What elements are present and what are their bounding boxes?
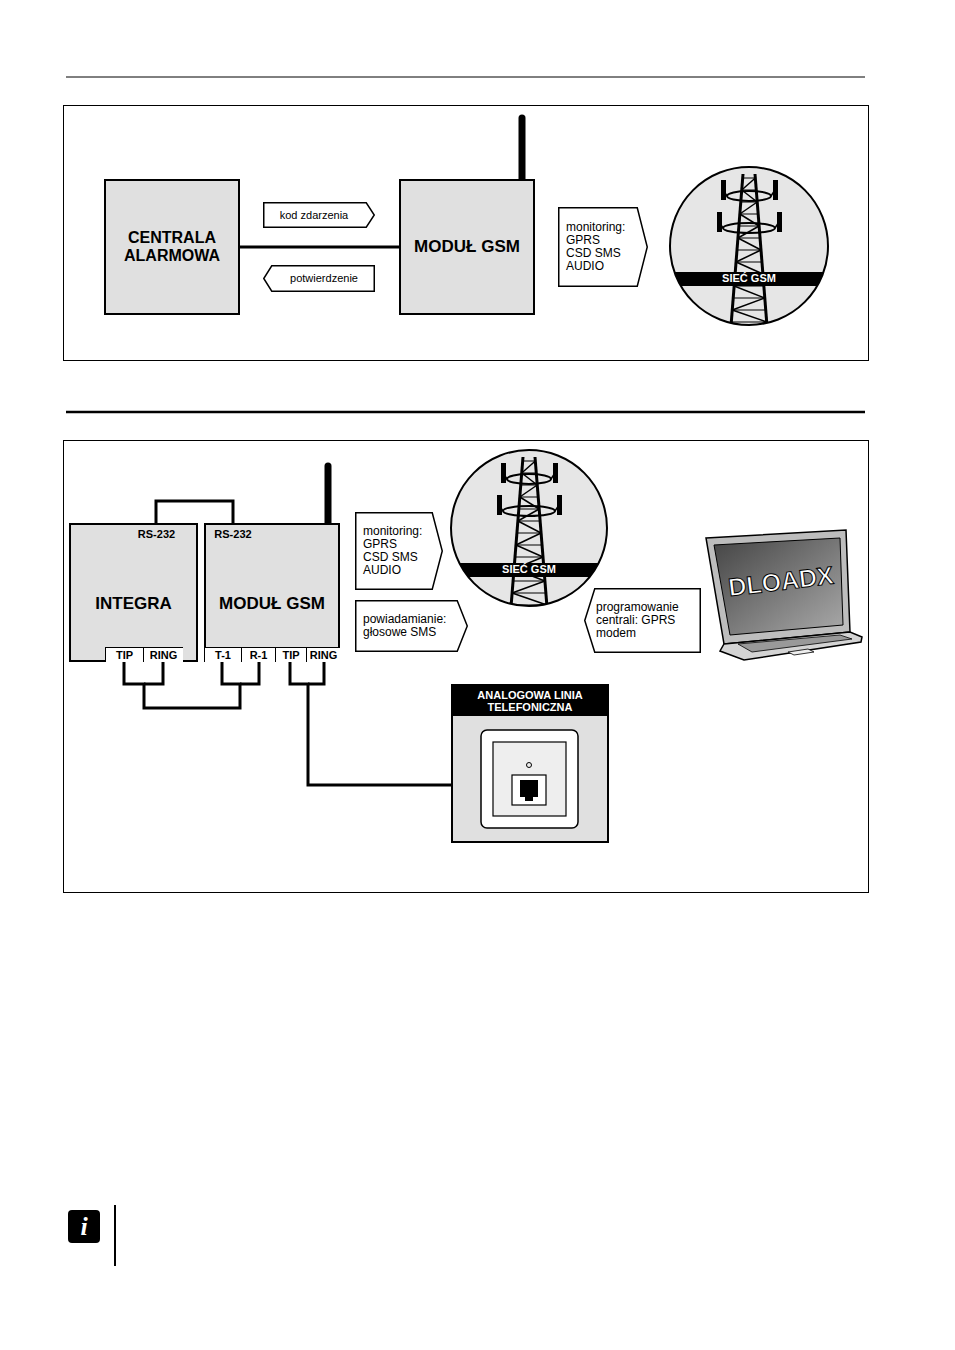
callout-outline [585,589,701,653]
terminal-label: T-1 [204,647,241,662]
note-bar [114,1205,116,1266]
wire [290,662,451,785]
wire [240,246,399,249]
info-callout: powiadamianie: głosowe SMS [355,600,468,652]
module-box: MODUŁ GSM [204,523,340,662]
callout-text: powiadamianie: głosowe SMS [363,613,446,639]
top-rule [66,77,865,78]
panel-frame [64,441,869,893]
wire [124,662,240,708]
network-band [450,563,608,577]
callout-outline [264,203,375,228]
info-icon: i [68,1210,100,1243]
panel-box: INTEGRA [69,523,198,662]
wire-fork [240,662,259,684]
wire-fork [308,662,324,684]
callout-outline [559,208,648,287]
module-box: MODUŁ GSM [399,179,535,315]
callout-outline [356,601,468,652]
box-title: MODUŁ GSM [219,595,325,614]
tower-illustration [669,174,829,334]
tower-illustration [450,457,608,617]
network-circle: SIEĆ GSM [450,449,608,607]
wire-fork [144,662,163,684]
callout-outline [264,266,375,292]
arrow-callout: potwierdzenie [263,265,375,292]
antenna [325,466,332,524]
arrow-callout: kod zdarzenia [263,202,375,228]
section-rule [66,411,865,414]
callout-text: monitoring: GPRS CSD SMS AUDIO [566,221,625,274]
callout-text: kod zdarzenia [280,209,349,221]
network-art [669,166,829,326]
terminal-label: R-1 [241,647,275,662]
box-header: ANALOGOWA LINIA TELEFONICZNA [453,686,607,716]
callout-text: programowanie centrali: GPRS modem [596,601,679,641]
panel-frame [64,106,869,361]
info-callout: programowanie centrali: GPRS modem [584,588,701,653]
network-label: SIEĆ GSM [669,271,829,286]
laptop: DLOADX [700,528,863,662]
port-label: RS-232 [208,528,258,541]
alarm-panel-box: CENTRALA ALARMOWA [104,179,240,315]
serial-cable [156,501,233,523]
network-art [450,449,608,607]
box-title: CENTRALA ALARMOWA [124,229,220,264]
info-callout: monitoring: GPRS CSD SMS AUDIO [355,512,443,590]
terminal-label: TIP [105,647,143,662]
callout-text: potwierdzenie [290,272,358,284]
terminal-label: TIP [275,647,306,662]
network-label: SIEĆ GSM [450,562,608,577]
network-band [669,272,829,286]
info-callout: monitoring: GPRS CSD SMS AUDIO [558,207,648,287]
callout-outline [356,513,443,590]
phone-line-box: ANALOGOWA LINIA TELEFONICZNA [451,684,609,843]
info-icon-box [68,1210,100,1243]
box-title: MODUŁ GSM [414,238,520,257]
terminal-label: RING [306,647,340,662]
callout-text: monitoring: GPRS CSD SMS AUDIO [363,525,422,578]
port-label: RS-232 [133,528,180,541]
box-title: INTEGRA [95,595,172,614]
network-circle: SIEĆ GSM [669,166,829,326]
antenna [519,118,526,180]
terminal-label: RING [143,647,183,662]
